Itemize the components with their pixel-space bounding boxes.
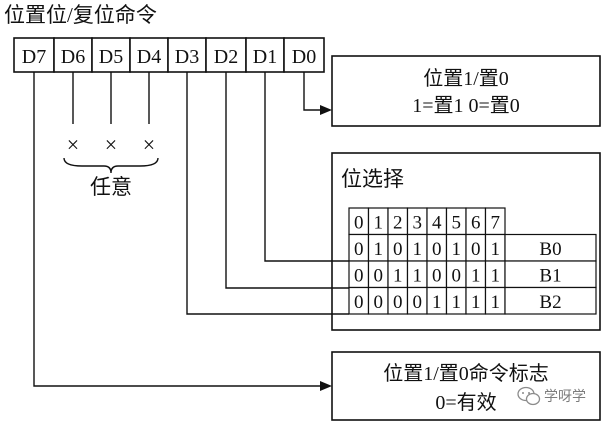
d0-box-line1: 位置1/置0 (423, 67, 509, 90)
arrow-d7 (320, 381, 332, 391)
select-header-value: 3 (413, 213, 423, 234)
dont-care-mark-d5: × (105, 132, 117, 157)
bit-label-d5: D5 (99, 46, 123, 68)
d7-box-line1: 位置1/置0命令标志 (383, 362, 549, 385)
select-row-label-cell (504, 233, 597, 262)
select-row-value: 0 (393, 292, 403, 313)
select-header-value: 4 (432, 213, 442, 234)
bit-label-d3: D3 (175, 46, 199, 68)
wire-d1 (264, 72, 349, 262)
select-row-value: 1 (471, 292, 481, 313)
select-row-value: 0 (452, 266, 462, 287)
bit-label-d0: D0 (292, 46, 316, 68)
select-row-value: 0 (471, 239, 481, 260)
d0-description-box: 位置1/置0 1=置1 0=置0 (331, 55, 601, 127)
watermark: 学呀学 (517, 386, 586, 406)
select-header-value: 1 (374, 213, 384, 234)
select-row-value: 1 (471, 266, 481, 287)
select-row-value: 0 (354, 266, 364, 287)
bit-label-d7: D7 (22, 46, 46, 68)
select-row-label: B1 (539, 266, 561, 287)
select-row-value: 0 (354, 292, 364, 313)
select-row-value: 1 (491, 292, 501, 313)
wire-d2 (225, 72, 349, 289)
select-header-value: 7 (491, 213, 501, 234)
select-row-label-cell (504, 260, 597, 289)
dont-care-mark-d6: × (67, 132, 79, 157)
bit-cell-d0 (283, 37, 325, 73)
select-row-value: 1 (413, 239, 423, 260)
select-row-value: 1 (452, 239, 462, 260)
bit-label-d6: D6 (61, 46, 85, 68)
select-header-value: 2 (393, 213, 403, 234)
diagram-title: 位置位/复位命令 (4, 3, 157, 27)
select-row-label: B2 (539, 292, 561, 313)
select-header-value: 0 (354, 213, 364, 234)
bit-register: D7 D6 D5 D4 D3 D2 D1 D0 (13, 37, 325, 73)
select-row-value: 1 (491, 266, 501, 287)
select-row-value: 0 (413, 292, 423, 313)
bit-label-d2: D2 (214, 46, 238, 68)
wire-d3 (186, 72, 349, 315)
d7-box-line2: 0=有效 (435, 391, 496, 414)
dont-care-group: × × × 任意 (63, 72, 159, 199)
d0-box-line2: 1=置1 0=置0 (412, 95, 520, 117)
select-row-label: B0 (539, 239, 561, 260)
select-row-value: 0 (393, 239, 403, 260)
select-row-value: 0 (374, 292, 384, 313)
bit-label-d1: D1 (253, 46, 277, 68)
select-row-value: 0 (432, 266, 442, 287)
watermark-text: 学呀学 (544, 389, 586, 405)
select-row-value: 1 (491, 239, 501, 260)
arrow-d0 (320, 105, 332, 115)
select-row-label-cell (504, 286, 597, 315)
bit-label-d4: D4 (137, 46, 161, 68)
select-row-value: 1 (432, 292, 442, 313)
d7-description-box: 位置1/置0命令标志 0=有效 (331, 351, 601, 421)
dont-care-mark-d4: × (143, 132, 155, 157)
bit-cell-d2 (205, 37, 247, 73)
wire-d0 (303, 72, 322, 111)
select-row-value: 1 (374, 239, 384, 260)
select-row-value: 1 (413, 266, 423, 287)
select-row-value: 0 (354, 239, 364, 260)
select-header-value: 5 (452, 213, 462, 234)
wechat-icon (517, 386, 541, 406)
select-row-value: 1 (393, 266, 403, 287)
wire-d7 (33, 72, 322, 387)
bit-select-title: 位选择 (341, 167, 404, 191)
select-row-value: 0 (432, 239, 442, 260)
d7-box-frame (331, 351, 601, 421)
dont-care-brace (63, 157, 159, 174)
select-row-value: 1 (452, 292, 462, 313)
select-row-value: 0 (374, 266, 384, 287)
select-header-value: 6 (471, 213, 481, 234)
dont-care-label: 任意 (90, 175, 132, 199)
d0-box-frame (331, 55, 601, 127)
